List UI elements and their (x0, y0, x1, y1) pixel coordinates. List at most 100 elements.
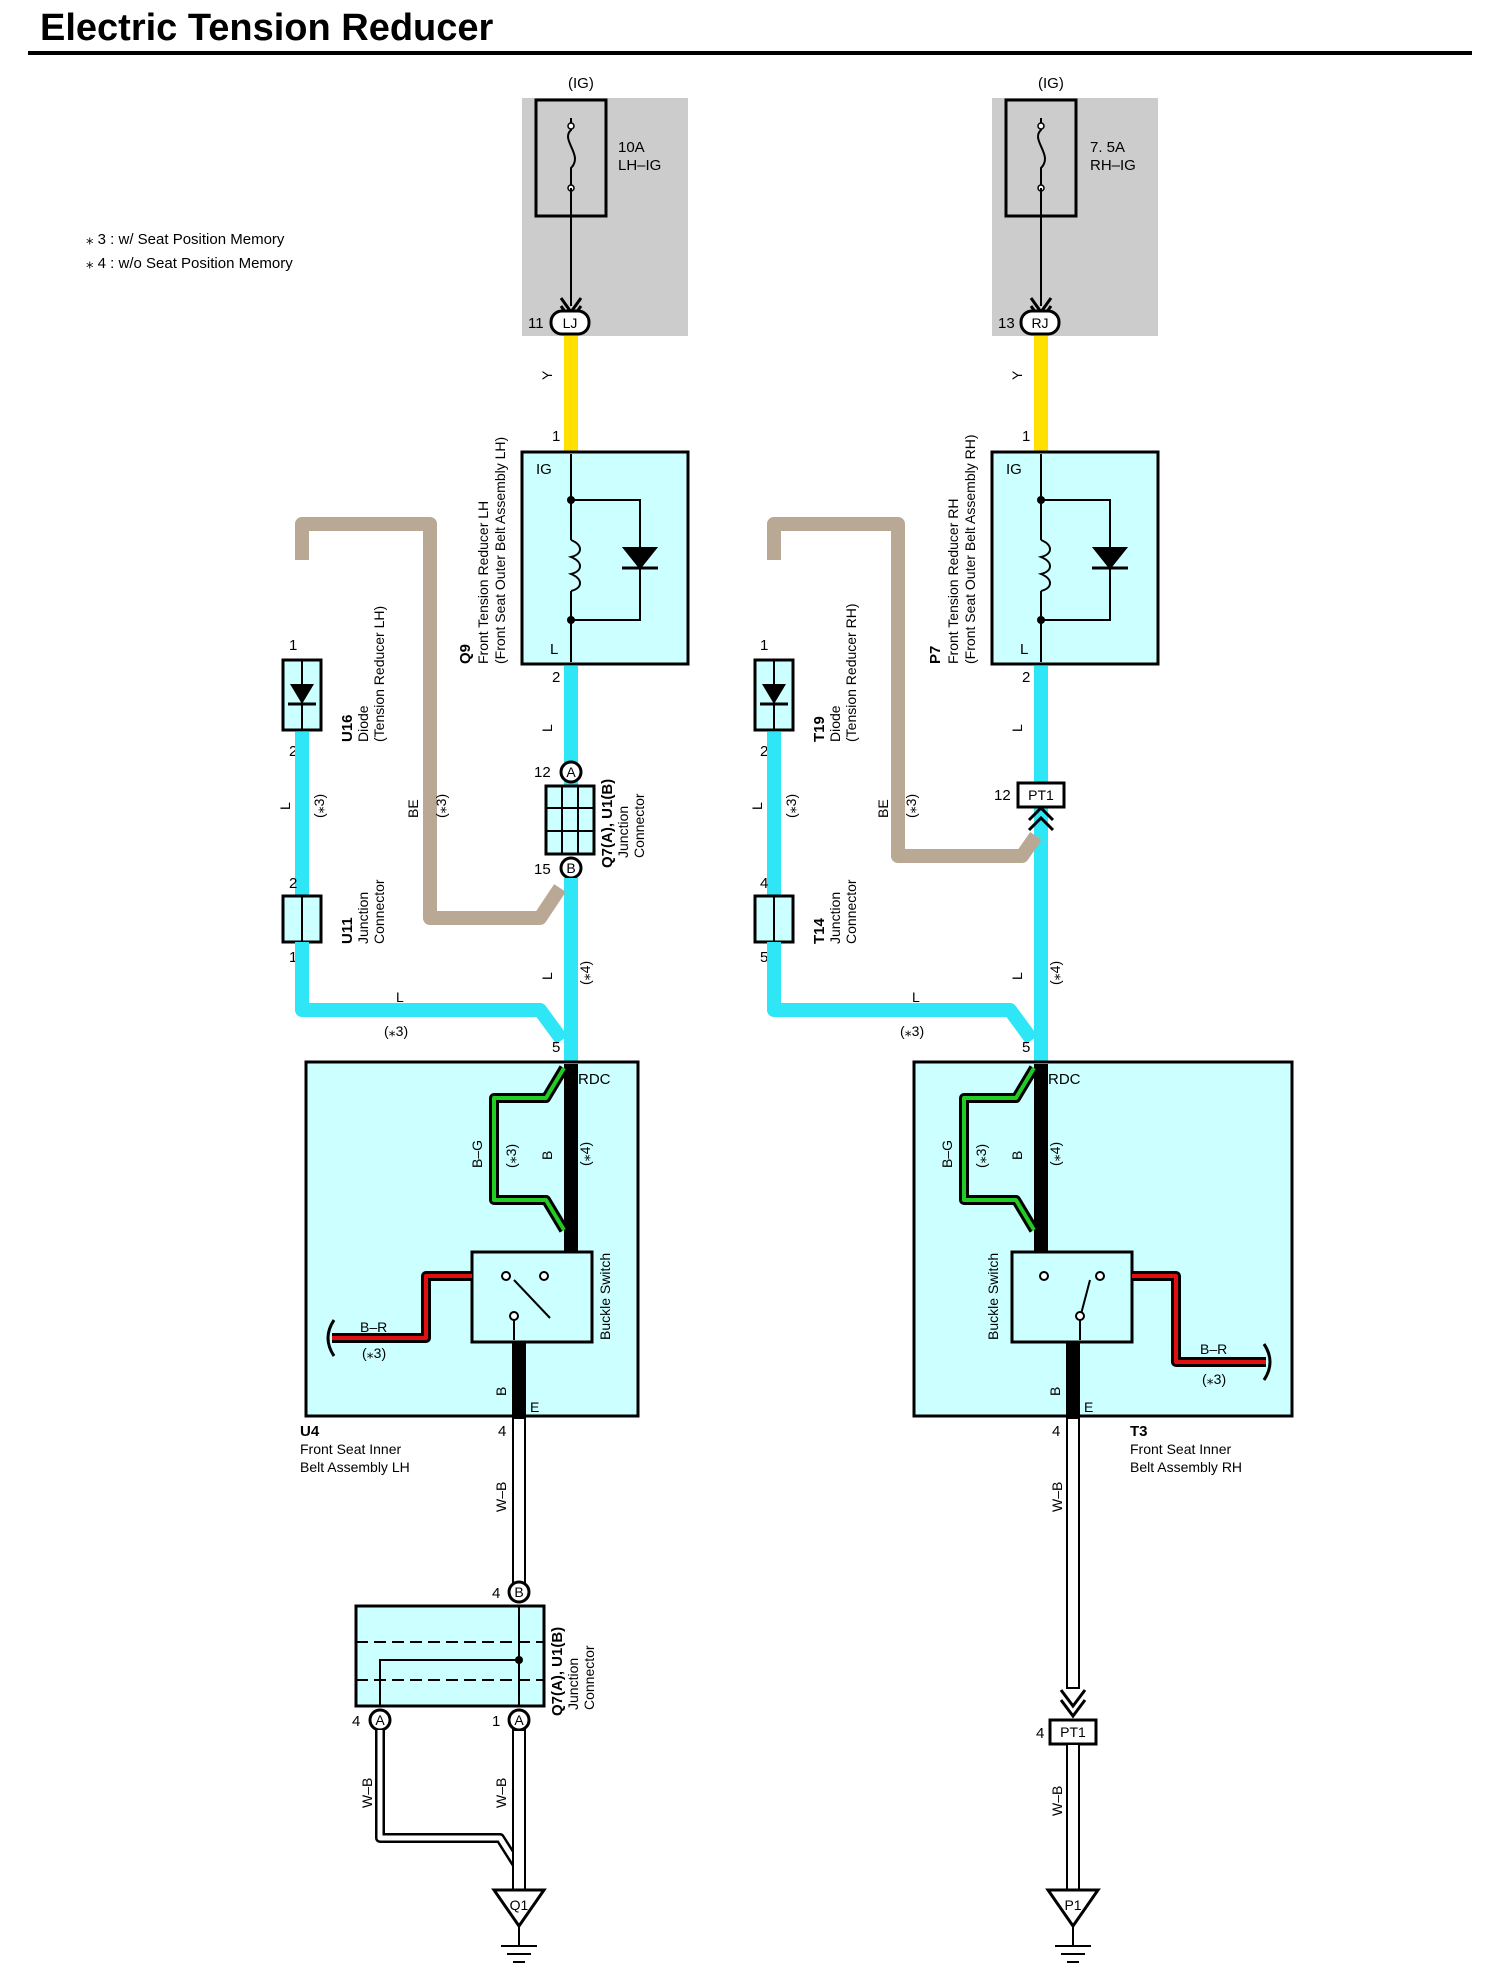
left-wb-a-label: W–B (493, 1482, 509, 1512)
left-belt-pin4: 4 (498, 1423, 506, 1440)
right-diode-symbol (760, 660, 788, 730)
left-reducer-ig: IG (536, 461, 552, 478)
left-wire-b-ground (512, 1342, 526, 1418)
right-wire-y (1034, 336, 1048, 454)
right-fuse-terminal-top (1037, 122, 1045, 130)
right-diode-name2: (Tension Reducer RH) (843, 604, 859, 743)
right-star3-c: (⁎3) (900, 1023, 924, 1039)
right-reducer-code: P7 (927, 646, 944, 664)
right-diode-code: T19 (811, 716, 828, 742)
right-conn-name: RJ (1031, 315, 1048, 331)
right-bg-label: B–G (939, 1140, 955, 1168)
right-ground-lines (1055, 1926, 1091, 1963)
left-diode-symbol (288, 660, 316, 730)
right-pt2-arrow (1059, 1689, 1087, 1719)
left-wire-l-a: L (539, 724, 555, 732)
left-jc-name1: Junction (615, 806, 631, 858)
right-pt2-name: PT1 (1060, 1724, 1086, 1740)
right-b2-label: B (1047, 1387, 1063, 1396)
left-jc-body (544, 784, 596, 856)
right-wire-b-ground (1066, 1342, 1080, 1418)
left-buckle-label: Buckle Switch (597, 1253, 613, 1340)
left-ground-symbol (491, 1888, 547, 1929)
left-reducer-pin2: 2 (552, 669, 560, 686)
left-u11-pin1: 1 (289, 949, 297, 966)
left-diode-pin1: 1 (289, 637, 297, 654)
left-wire-be-label: BE (405, 799, 421, 818)
left-buckle-contact-3 (509, 1311, 519, 1321)
left-wire-wb-a (512, 1417, 526, 1589)
right-wire-l-diode (767, 732, 781, 896)
left-wire-l-b: L (277, 802, 293, 810)
left-jc2-node (515, 1656, 523, 1664)
left-buckle-contact-1 (501, 1271, 511, 1281)
left-jc2-lines (356, 1606, 544, 1706)
left-conn-pin: 11 (528, 315, 544, 332)
right-star3-a: (⁎3) (783, 794, 799, 818)
left-diode-name1: Diode (355, 705, 371, 742)
right-wire-be (767, 517, 1042, 863)
left-conn-name: LJ (563, 315, 578, 331)
right-star3-b: (⁎3) (903, 794, 919, 818)
right-fuse-name: RH–IG (1090, 157, 1136, 174)
left-star3-b: (⁎3) (433, 794, 449, 818)
left-wb-c-label: W–B (493, 1778, 509, 1808)
left-wire-br-inner (332, 1274, 472, 1340)
left-belt-code: U4 (300, 1423, 320, 1440)
right-star3-d: (⁎3) (973, 1144, 989, 1168)
right-t14-name2: Connector (843, 879, 859, 944)
left-u11-name2: Connector (371, 879, 387, 944)
left-jc-grid (546, 786, 594, 854)
left-wire-l-upper (564, 666, 578, 786)
left-br-label: B–R (360, 1319, 387, 1335)
left-diode-name2: (Tension Reducer LH) (371, 606, 387, 742)
left-wb-b-label: W–B (359, 1778, 375, 1808)
left-wire-y-label: Y (539, 370, 555, 380)
right-b-label: B (1009, 1151, 1025, 1160)
left-wire-be (295, 517, 566, 925)
right-ig-label: (IG) (1038, 75, 1064, 92)
right-buckle-contact-1 (1039, 1271, 1049, 1281)
left-rdc: RDC (578, 1071, 611, 1088)
left-jc-code: Q7(A), U1(B) (599, 779, 616, 868)
right-e-label: E (1084, 1399, 1093, 1415)
right-tension-reducer (990, 450, 1160, 666)
left-jc2-a2: A (514, 1712, 524, 1728)
left-jc2-code: Q7(A), U1(B) (549, 1627, 566, 1716)
right-wire-wb-a (1066, 1417, 1080, 1689)
right-wire-br-inner (1132, 1274, 1266, 1364)
left-buckle-contact-2 (539, 1271, 549, 1281)
left-belt-name2: Belt Assembly LH (300, 1459, 410, 1475)
right-reducer-pin1: 1 (1022, 428, 1030, 445)
left-fuse-rating: 10A (618, 139, 645, 156)
right-relay-node-top (1037, 496, 1045, 504)
note-star4: ⁎ 4 : w/o Seat Position Memory (86, 255, 293, 272)
right-wire-bg-inner (962, 1066, 1036, 1232)
left-reducer-name2: (Front Seat Outer Belt Assembly LH) (492, 437, 508, 664)
left-star4-b: (⁎4) (577, 1142, 593, 1166)
left-jc2-body (354, 1604, 546, 1708)
left-conn-oval (549, 309, 591, 336)
left-e-label: E (530, 1399, 539, 1415)
right-wire-be-label: BE (875, 799, 891, 818)
right-wb-b-label: W–B (1049, 1786, 1065, 1816)
right-rdc: RDC (1048, 1071, 1081, 1088)
left-b2-label: B (493, 1387, 509, 1396)
left-star4-a: (⁎4) (577, 961, 593, 985)
right-t14-pin5: 5 (760, 949, 768, 966)
right-wire-b (1034, 1064, 1048, 1254)
right-reducer-pin2: 2 (1022, 669, 1030, 686)
right-wire-l-main (1034, 666, 1048, 1068)
left-u11-code: U11 (339, 917, 356, 944)
left-wire-l-diode (295, 732, 309, 896)
left-u11-pin2: 2 (289, 875, 297, 892)
left-wire-b (564, 1064, 578, 1254)
left-jc-a-circle (559, 760, 583, 784)
left-wire-l-u11 (295, 942, 568, 1045)
right-reducer-name2: (Front Seat Outer Belt Assembly RH) (962, 434, 978, 664)
right-wire-l-t14 (767, 942, 1038, 1045)
left-ig-label: (IG) (568, 75, 594, 92)
right-fuse-symbol (1037, 118, 1046, 188)
right-relay-node-bottom (1037, 616, 1045, 624)
